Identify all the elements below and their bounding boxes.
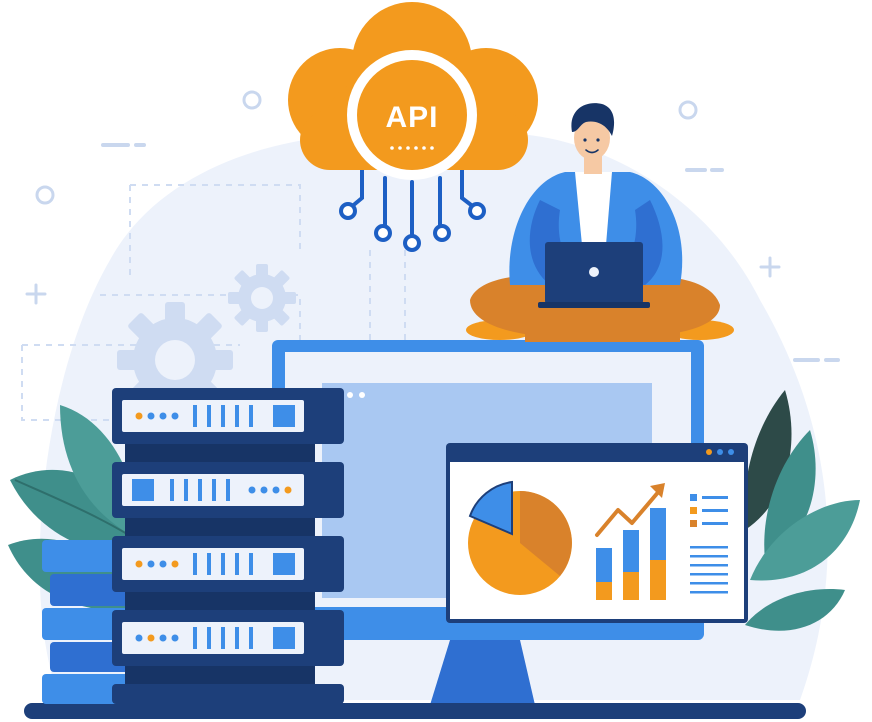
decor-ring-2: [35, 185, 55, 205]
leaf-icon: [744, 390, 860, 631]
server-unit: [112, 462, 344, 518]
bar-chart-icon: [596, 508, 666, 600]
pie-chart-icon: [468, 480, 572, 595]
dashboard-window: [446, 443, 748, 623]
plus-icon: [759, 256, 781, 278]
laptop-icon: [538, 242, 650, 308]
server-unit: [112, 388, 344, 444]
server-unit: [112, 610, 344, 666]
cloud-api-icon: API: [288, 2, 538, 252]
gear-icon: [228, 264, 296, 332]
dash-decor: [101, 143, 840, 362]
trend-arrow-icon: [595, 483, 665, 537]
server-rack-icon: [112, 388, 344, 704]
plus-icon: [25, 283, 47, 305]
decor-ring-3: [678, 100, 698, 120]
api-label: API: [385, 101, 438, 134]
person: [466, 103, 734, 342]
chart-legend: [690, 494, 728, 527]
server-unit: [112, 536, 344, 592]
book-stack: [42, 540, 132, 704]
text-lines: [690, 546, 728, 594]
decor-ring-1: [242, 90, 262, 110]
desk-base: [24, 703, 806, 719]
